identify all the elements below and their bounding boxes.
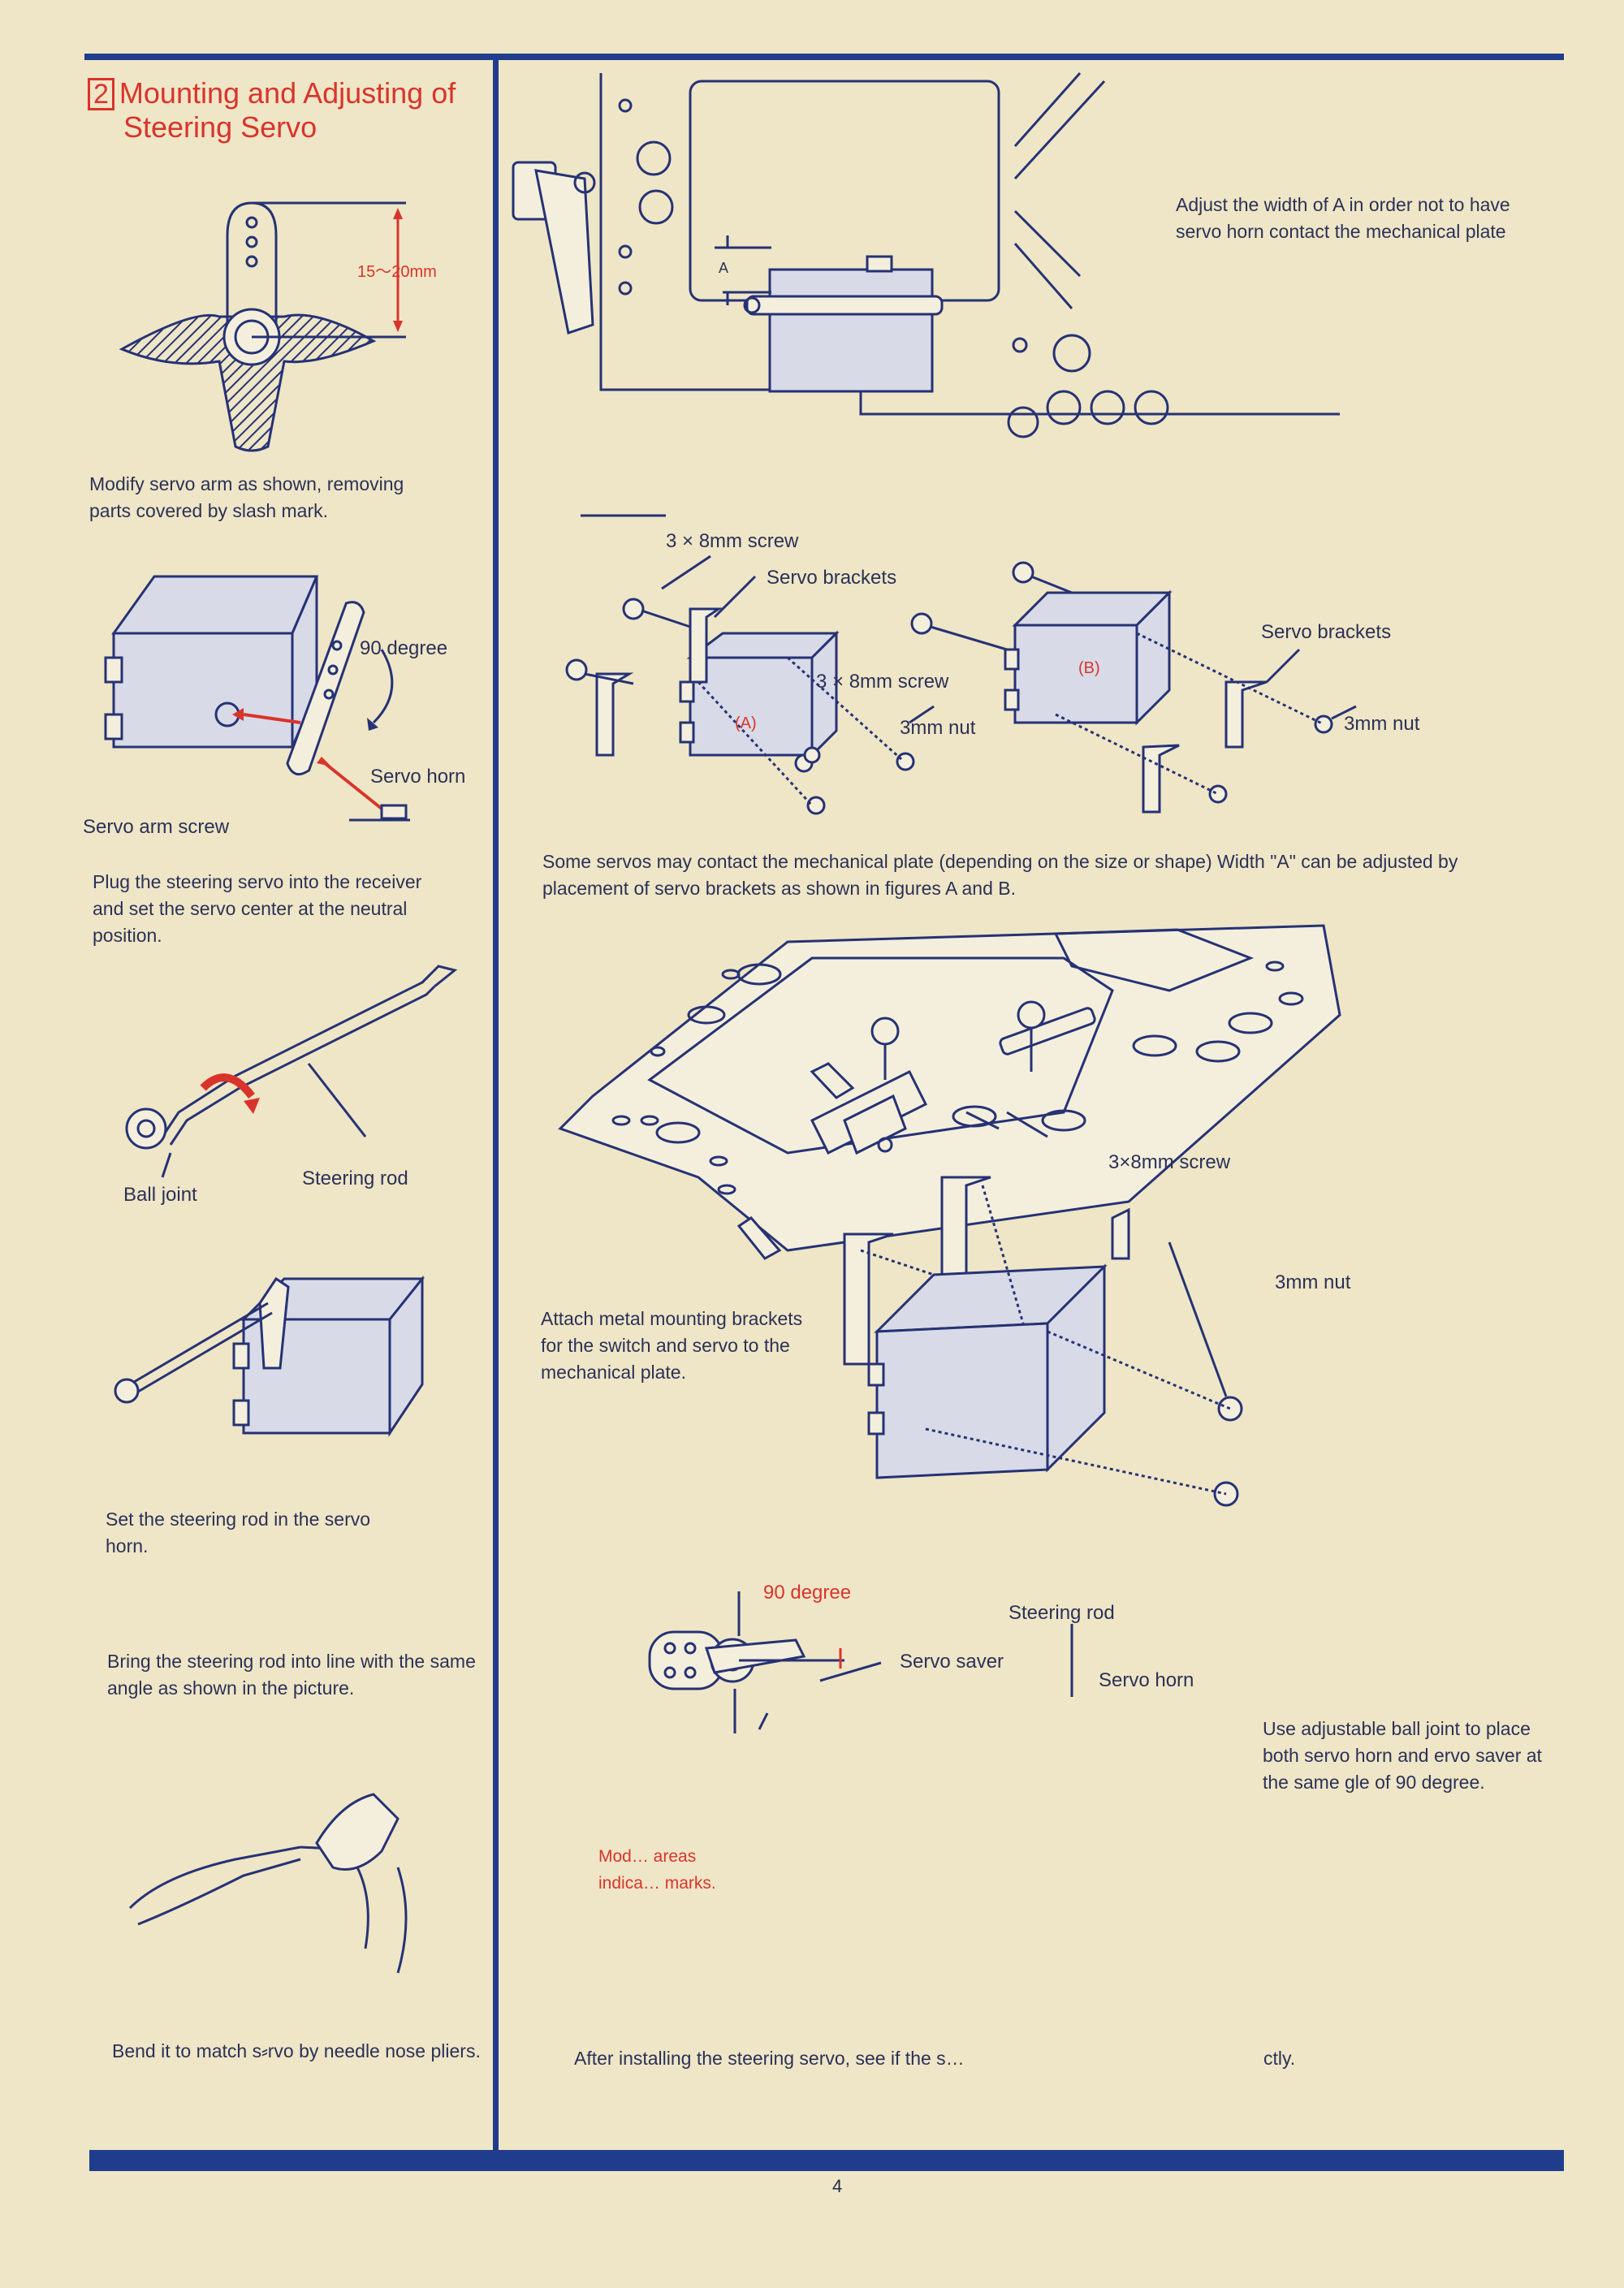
steering-rod-label: Steering rod bbox=[302, 1168, 408, 1189]
nut-b-label: 3mm nut bbox=[1344, 713, 1420, 735]
top-rule bbox=[84, 54, 1564, 60]
degree-red-label: 90 degree bbox=[763, 1582, 852, 1604]
bracket-figures bbox=[565, 514, 1357, 815]
arm-dimension-label: 15～20mm bbox=[357, 263, 437, 281]
section-title-line2: Steering Servo bbox=[123, 110, 317, 144]
width-a-label: A bbox=[719, 260, 729, 276]
servo-rod-figure bbox=[114, 1275, 425, 1437]
use-ball-joint-text: Use adjustable ball joint to place both … bbox=[1263, 1718, 1542, 1793]
column-divider bbox=[493, 58, 499, 2169]
plug-servo-text: Plug the steering servo into the receive… bbox=[93, 871, 422, 946]
section-number: 2 bbox=[88, 78, 114, 110]
modify-arm-text: Modify servo arm as shown, removing part… bbox=[89, 473, 404, 521]
servo-saver-figure bbox=[648, 1591, 1073, 1733]
page-number: 4 bbox=[832, 2176, 843, 2196]
nut-a-label: 3mm nut bbox=[900, 717, 976, 739]
plate-assembly bbox=[558, 924, 1341, 1507]
screw-a-label: 3 × 8mm screw bbox=[666, 530, 799, 552]
ball-joint-label: Ball joint bbox=[123, 1184, 197, 1206]
bend-rod-text: Bend it to match s⸗rvo by needle nose pl… bbox=[112, 2040, 481, 2061]
servo-arm-figure bbox=[119, 201, 406, 452]
brackets-a-label: Servo brackets bbox=[767, 567, 897, 589]
bottom-rule bbox=[89, 2150, 1564, 2171]
pliers-figure bbox=[128, 1793, 408, 1974]
adjust-width-text: Adjust the width of A in order not to ha… bbox=[1176, 194, 1510, 242]
nut-c-label: 3mm nut bbox=[1275, 1271, 1351, 1293]
attach-brackets-text: Attach metal mounting brackets for the s… bbox=[541, 1308, 803, 1383]
steering-rod-right-label: Steering rod bbox=[1009, 1602, 1115, 1624]
plate-width-diagram bbox=[512, 72, 1340, 438]
servo-arm-screw-label: Servo arm screw bbox=[83, 816, 230, 838]
set-rod-text: Set the steering rod in the servo horn. bbox=[106, 1509, 371, 1556]
servo-saver-label: Servo saver bbox=[900, 1651, 1004, 1673]
some-servos-text: Some servos may contact the ⁠mechanical … bbox=[542, 851, 1458, 899]
ball-joint-figure bbox=[125, 965, 458, 1178]
section-title-line1: Mounting and Adjusting of bbox=[119, 76, 456, 110]
bring-rod-text: Bring the steering rod into line with th… bbox=[107, 1651, 476, 1699]
servo-horn-label: Servo horn bbox=[370, 766, 466, 788]
screw-c-label: 3×8mm screw bbox=[1108, 1151, 1231, 1173]
tag-b-label: (B) bbox=[1078, 659, 1100, 677]
servo-horn-right-label: Servo horn bbox=[1099, 1669, 1194, 1691]
tag-a-label: (A) bbox=[735, 714, 757, 732]
after-installing-text: After installing the steering servo, see… bbox=[574, 2048, 965, 2069]
screw-b-label: 3 × 8mm screw bbox=[816, 671, 949, 693]
servo-horn-figure bbox=[104, 575, 410, 822]
after-tail-text: ctly. bbox=[1263, 2048, 1296, 2069]
degree-label: 90 degree bbox=[360, 637, 448, 659]
brackets-b-label: Servo brackets bbox=[1261, 621, 1392, 643]
modify-partial-text: Mod… areas indica… marks. bbox=[598, 1847, 716, 1893]
